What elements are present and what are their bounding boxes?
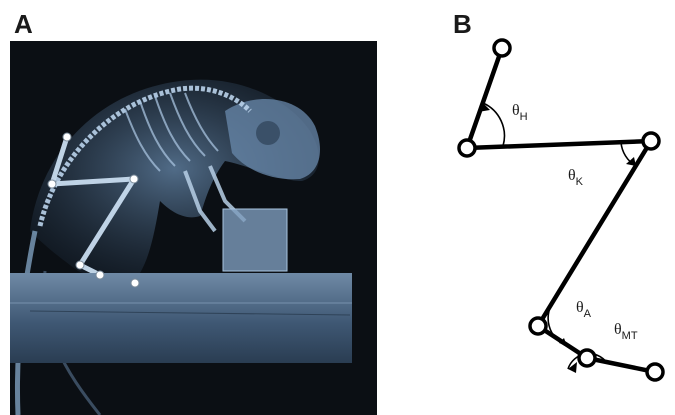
angle-label-hip: θH bbox=[512, 102, 528, 123]
angle-label-ankle: θA bbox=[576, 299, 592, 320]
panel-label-a: A bbox=[14, 11, 33, 37]
xray-image bbox=[10, 41, 377, 415]
platform bbox=[10, 273, 352, 363]
joint-toe bbox=[647, 364, 663, 380]
joint-metatarsal bbox=[579, 350, 595, 366]
angle-label-metatarsal: θMT bbox=[614, 321, 638, 342]
angle-label-knee: θK bbox=[568, 167, 584, 188]
joint-hip bbox=[459, 140, 475, 156]
joint-hip-top bbox=[494, 40, 510, 56]
joint-knee bbox=[643, 133, 659, 149]
limb-joints bbox=[459, 40, 663, 380]
hindlimb-diagram: θH θK θA θMT bbox=[440, 30, 675, 415]
limb-segments bbox=[467, 48, 655, 372]
joint-ankle bbox=[530, 318, 546, 334]
